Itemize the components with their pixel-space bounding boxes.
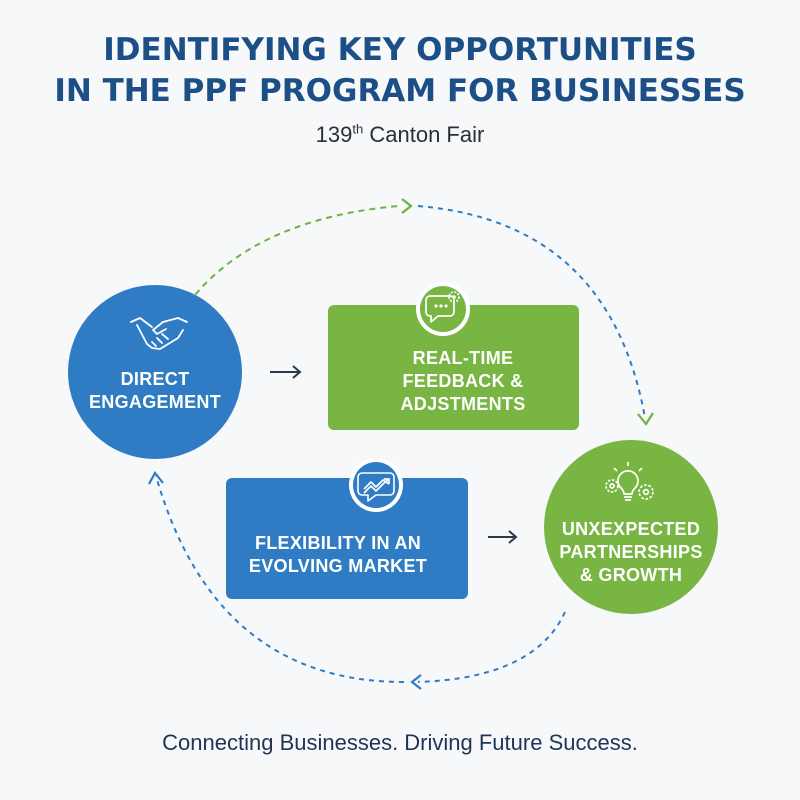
connector-bottom-right bbox=[417, 611, 566, 683]
footer-tagline: Connecting Businesses. Driving Future Su… bbox=[162, 730, 638, 755]
direct-engagement-line-1: DIRECT bbox=[120, 369, 190, 389]
real-time-feedback-line-3: ADJSTMENTS bbox=[400, 394, 526, 414]
subtitle-superscript: th bbox=[352, 121, 364, 137]
chat-trend-icon bbox=[349, 458, 403, 512]
subtitle-number: 139 bbox=[315, 122, 353, 147]
page-title-line-2: IN THE PPF PROGRAM FOR BUSINESSES bbox=[54, 73, 746, 109]
flexibility-box bbox=[226, 478, 468, 599]
page-title-line-1: IDENTIFYING KEY OPPORTUNITIES bbox=[103, 32, 697, 68]
flexibility-line-2: EVOLVING MARKET bbox=[248, 556, 428, 576]
handshake-icon bbox=[130, 317, 188, 350]
real-time-feedback-line-1: REAL-TIME bbox=[412, 348, 514, 368]
connector-bottom-right-arrowhead bbox=[410, 674, 422, 690]
flexibility-label: FLEXIBILITY IN AN EVOLVING MARKET bbox=[240, 532, 436, 578]
subtitle-text: Canton Fair bbox=[369, 122, 485, 147]
real-time-feedback-line-2: FEEDBACK & bbox=[402, 371, 524, 391]
partnerships-circle bbox=[544, 440, 718, 614]
connector-top-left-arrowhead bbox=[401, 198, 413, 214]
connector-top-right-arrowhead bbox=[637, 412, 654, 426]
partnerships-line-1: UNXEXPECTED bbox=[561, 519, 701, 539]
direct-engagement-line-2: ENGAGEMENT bbox=[88, 392, 221, 412]
partnerships-line-3: & GROWTH bbox=[579, 565, 683, 585]
direct-engagement-circle bbox=[68, 285, 242, 459]
lightbulb-gears-icon bbox=[605, 462, 654, 501]
flexibility-line-1: FLEXIBILITY IN AN bbox=[254, 533, 422, 553]
connector-top-left bbox=[181, 205, 399, 313]
page-title: IDENTIFYING KEY OPPORTUNITIES IN THE PPF… bbox=[0, 30, 800, 112]
connector-bottom-left-arrowhead bbox=[148, 471, 164, 485]
arrow-flexibility-to-partnerships bbox=[488, 530, 518, 544]
real-time-feedback-label: REAL-TIME FEEDBACK & ADJSTMENTS bbox=[368, 347, 558, 416]
direct-engagement-label: DIRECT ENGAGEMENT bbox=[68, 368, 242, 414]
chat-gears-icon bbox=[416, 282, 470, 336]
real-time-feedback-box bbox=[328, 305, 579, 430]
partnerships-label: UNXEXPECTED PARTNERSHIPS & GROWTH bbox=[544, 518, 718, 587]
subtitle: 139th Canton Fair bbox=[0, 122, 800, 148]
partnerships-line-2: PARTNERSHIPS bbox=[559, 542, 703, 562]
arrow-engagement-to-feedback bbox=[270, 365, 302, 379]
